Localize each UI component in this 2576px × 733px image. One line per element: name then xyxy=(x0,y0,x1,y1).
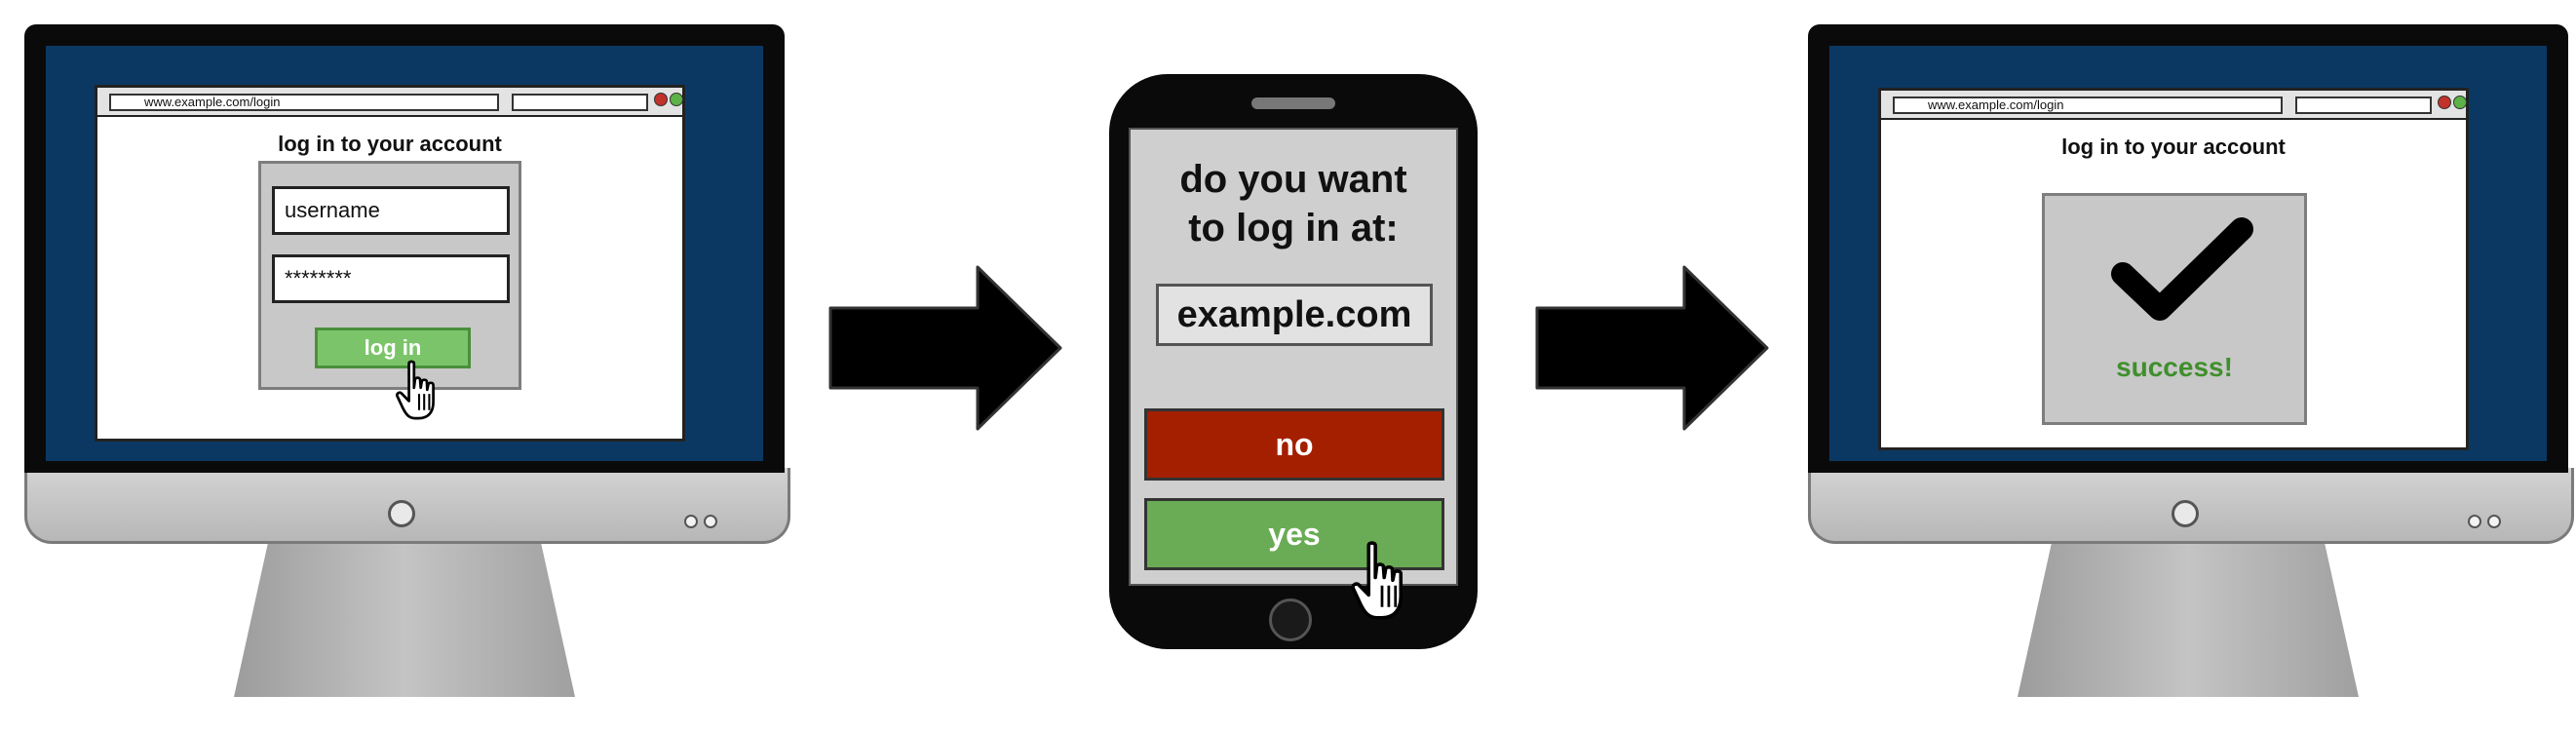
monitor-login: www.example.com/login log in to your acc… xyxy=(24,24,790,697)
prompt-line-1: do you want xyxy=(1179,158,1407,201)
maximize-window-icon[interactable] xyxy=(2453,96,2467,109)
url-bar[interactable]: www.example.com/login xyxy=(1893,96,2283,114)
indicator-light-icon xyxy=(704,515,717,528)
maximize-window-icon[interactable] xyxy=(670,93,683,106)
page-heading: log in to your account xyxy=(2061,135,2286,159)
smartphone: do you want to log in at: example.com no… xyxy=(1109,74,1478,649)
monitor-screen: www.example.com/login log in to your acc… xyxy=(46,46,763,461)
pointer-hand-icon xyxy=(395,360,435,420)
url-bar[interactable]: www.example.com/login xyxy=(109,94,499,111)
browser-window: www.example.com/login log in to your acc… xyxy=(95,85,685,442)
monitor-success: www.example.com/login log in to your acc… xyxy=(1808,24,2574,697)
log-in-button[interactable]: log in xyxy=(315,328,471,368)
close-window-icon[interactable] xyxy=(654,93,668,106)
monitor-screen: www.example.com/login log in to your acc… xyxy=(1829,46,2547,461)
prompt-line-2: to log in at: xyxy=(1188,207,1399,250)
login-form: username ******** log in xyxy=(258,161,521,390)
page-heading: log in to your account xyxy=(278,132,502,156)
browser-titlebar: www.example.com/login xyxy=(97,88,683,117)
username-field[interactable]: username xyxy=(272,186,510,235)
right-arrow-icon xyxy=(828,265,1062,431)
browser-titlebar: www.example.com/login xyxy=(1881,91,2467,120)
speaker-slot xyxy=(1251,97,1335,109)
domain-display: example.com xyxy=(1156,284,1433,346)
no-button[interactable]: no xyxy=(1144,408,1444,481)
indicator-light-icon xyxy=(2468,515,2481,528)
password-field[interactable]: ******** xyxy=(272,254,510,303)
right-arrow-icon xyxy=(1535,265,1769,431)
pointer-hand-icon xyxy=(1351,541,1403,620)
phone-screen: do you want to log in at: example.com no… xyxy=(1129,128,1458,586)
browser-window: www.example.com/login log in to your acc… xyxy=(1878,88,2469,450)
checkmark-icon xyxy=(2111,217,2253,321)
search-bar[interactable] xyxy=(2295,96,2432,114)
home-button-icon[interactable] xyxy=(1269,598,1312,641)
success-panel: success! xyxy=(2042,193,2307,425)
power-button-icon xyxy=(2172,500,2199,527)
yes-button[interactable]: yes xyxy=(1144,498,1444,570)
success-message: success! xyxy=(2116,352,2233,382)
indicator-light-icon xyxy=(684,515,698,528)
monitor-bezel: www.example.com/login log in to your acc… xyxy=(24,24,785,473)
close-window-icon[interactable] xyxy=(2438,96,2451,109)
indicator-light-icon xyxy=(2487,515,2501,528)
power-button-icon xyxy=(388,500,415,527)
search-bar[interactable] xyxy=(512,94,648,111)
monitor-bezel: www.example.com/login log in to your acc… xyxy=(1808,24,2568,473)
login-prompt: do you want to log in at: xyxy=(1131,155,1456,252)
